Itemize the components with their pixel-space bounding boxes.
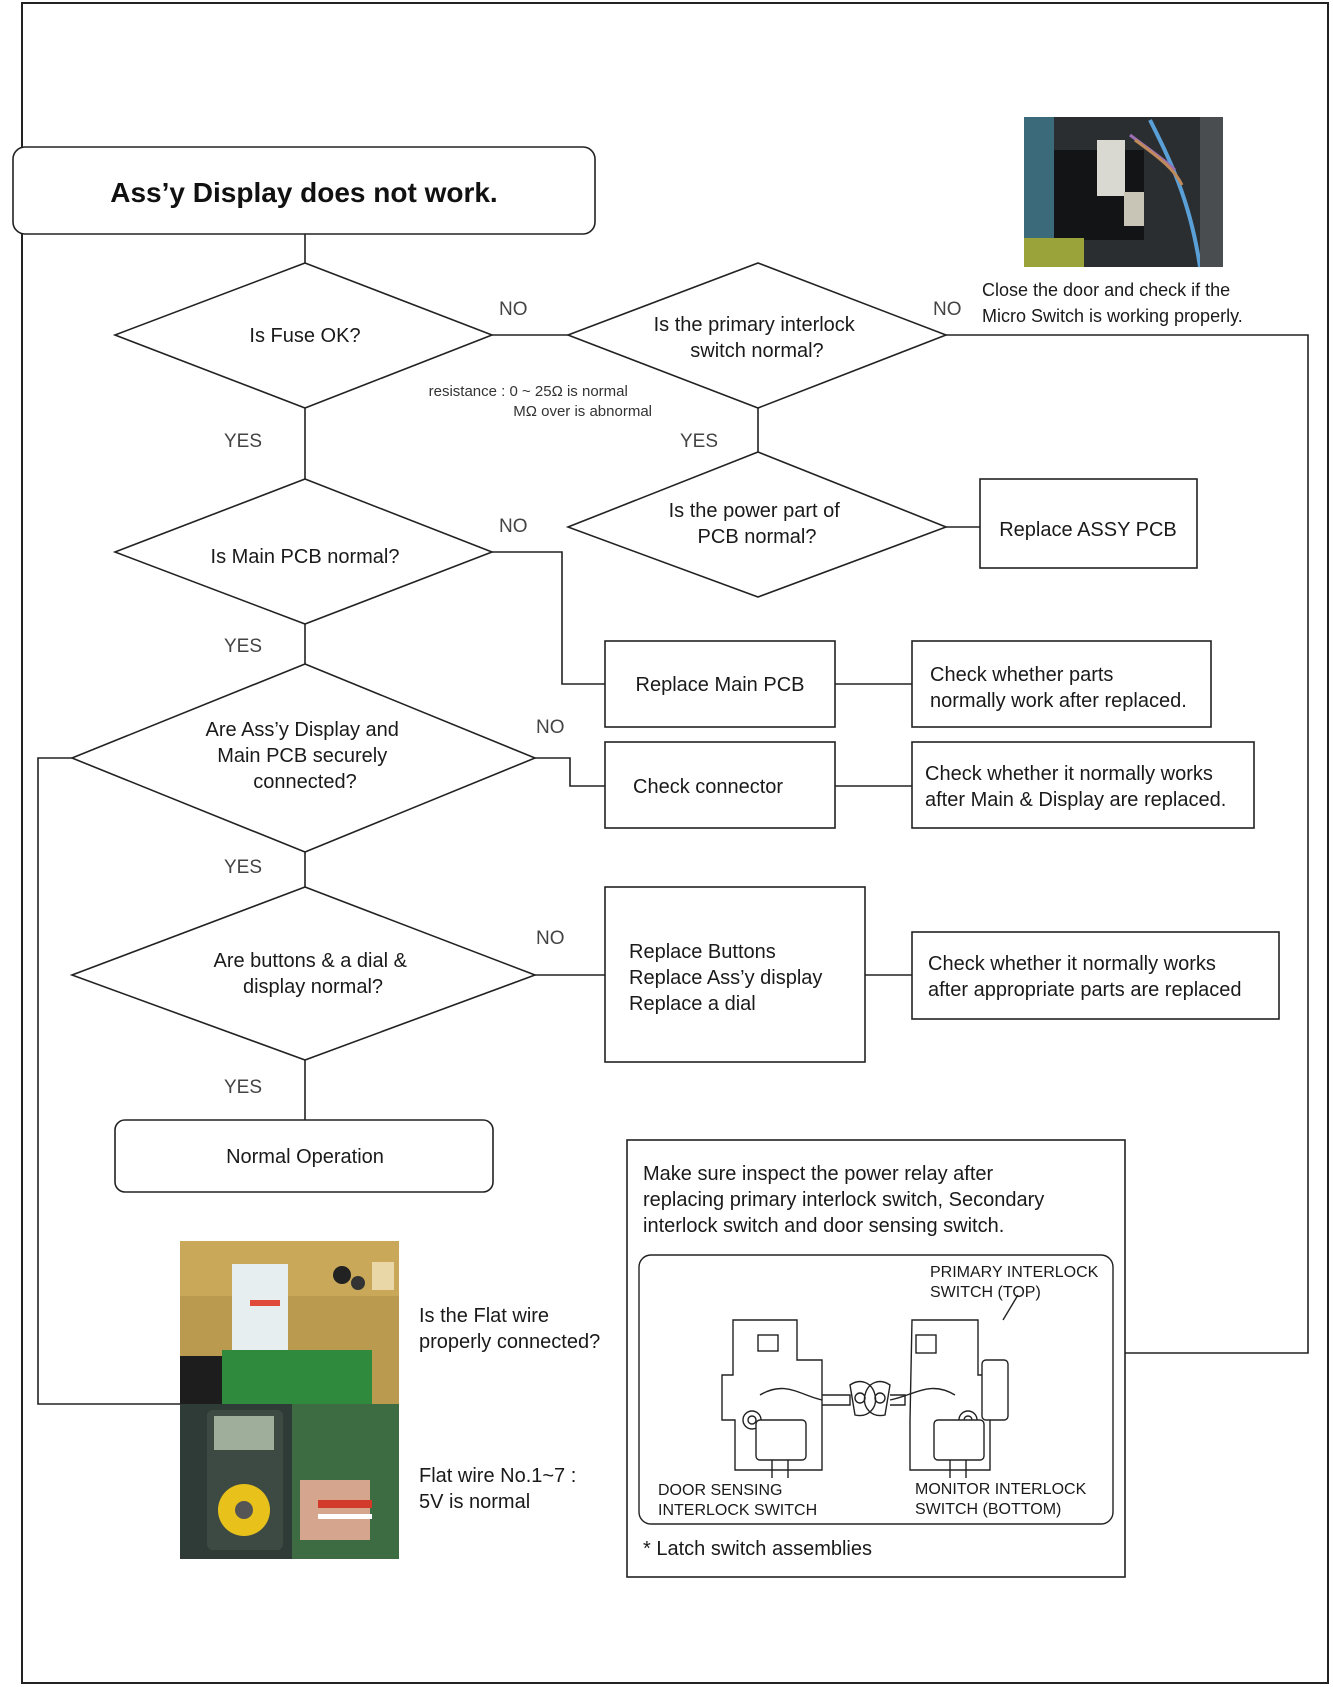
replace-assy-pcb-box bbox=[979, 478, 1198, 569]
normal-operation-text: Normal Operation bbox=[226, 1146, 384, 1168]
latch-switch-assembly-right bbox=[863, 1294, 1019, 1478]
monitor-switch-label: MONITOR INTERLOCK SWITCH (BOTTOM) bbox=[915, 1481, 1091, 1518]
connection-question: Are Ass’y Display and Main PCB securely … bbox=[206, 719, 405, 793]
replace-parts-text: Replace Buttons Replace Ass’y display Re… bbox=[629, 941, 828, 1015]
buttons-question: Are buttons & a dial & display normal? bbox=[213, 950, 412, 998]
fuse-question: Is Fuse OK? bbox=[249, 325, 360, 347]
yes-label-buttons: YES bbox=[224, 1077, 262, 1098]
latch-switch-assembly-left bbox=[721, 1319, 877, 1478]
main-pcb-decision bbox=[112, 478, 495, 625]
yes-label-main-pcb: YES bbox=[224, 636, 262, 657]
fuse-resistance-note: resistance : 0 ~ 25Ω is normal MΩ over i… bbox=[429, 383, 652, 420]
page-border bbox=[21, 2, 1329, 1684]
start-box bbox=[12, 146, 596, 235]
power-pcb-decision bbox=[565, 451, 949, 598]
connection-decision bbox=[69, 663, 538, 853]
check-connector-box bbox=[604, 741, 836, 829]
fuse-decision bbox=[112, 262, 495, 409]
yes-label-connection: YES bbox=[224, 857, 262, 878]
normal-operation-box bbox=[114, 1119, 494, 1193]
yes-label-interlock: YES bbox=[680, 431, 718, 452]
door-switch-label: DOOR SENSING INTERLOCK SWITCH bbox=[658, 1482, 817, 1519]
check-parts-text: Check whether parts normally work after … bbox=[930, 664, 1187, 712]
flow-connectors bbox=[37, 234, 1309, 1405]
no-label-fuse: NO bbox=[499, 299, 528, 320]
replace-main-pcb-box bbox=[604, 640, 836, 728]
micro-switch-photo bbox=[1024, 117, 1223, 268]
replace-parts-box bbox=[604, 886, 866, 1063]
check-parts-box bbox=[911, 640, 1212, 728]
no-label-interlock: NO bbox=[933, 299, 962, 320]
primary-switch-label: PRIMARY INTERLOCK SWITCH (TOP) bbox=[930, 1264, 1103, 1301]
no-label-connection: NO bbox=[536, 717, 565, 738]
relay-note-text: Make sure inspect the power relay after … bbox=[643, 1163, 1050, 1237]
no-label-main-pcb: NO bbox=[499, 516, 528, 537]
power-pcb-question: Is the power part of PCB normal? bbox=[669, 500, 846, 548]
check-parts-result-box bbox=[911, 931, 1280, 1020]
yes-label-fuse: YES bbox=[224, 431, 262, 452]
multimeter-photo bbox=[180, 1404, 399, 1559]
flat-wire-voltage-note: Flat wire No.1~7 : 5V is normal bbox=[419, 1465, 582, 1513]
micro-switch-note: Close the door and check if the Micro Sw… bbox=[982, 280, 1243, 326]
buttons-decision bbox=[69, 886, 538, 1061]
interlock-question: Is the primary interlock switch normal? bbox=[654, 314, 861, 362]
flat-wire-photo bbox=[180, 1241, 399, 1404]
check-connector-result-text: Check whether it normally works after Ma… bbox=[925, 763, 1226, 811]
page-title: Ass’y Display does not work. bbox=[110, 177, 497, 208]
check-connector-text: Check connector bbox=[633, 776, 783, 798]
replace-main-pcb-text: Replace Main PCB bbox=[636, 674, 805, 696]
no-label-buttons: NO bbox=[536, 928, 565, 949]
check-connector-result-box bbox=[911, 741, 1255, 829]
main-pcb-question: Is Main PCB normal? bbox=[211, 546, 400, 568]
interlock-decision bbox=[565, 262, 949, 409]
replace-assy-pcb-text: Replace ASSY PCB bbox=[999, 519, 1177, 541]
check-parts-result-text: Check whether it normally works after ap… bbox=[928, 953, 1242, 1001]
latch-caption: * Latch switch assemblies bbox=[643, 1538, 872, 1560]
flat-wire-question: Is the Flat wire properly connected? bbox=[419, 1305, 600, 1353]
